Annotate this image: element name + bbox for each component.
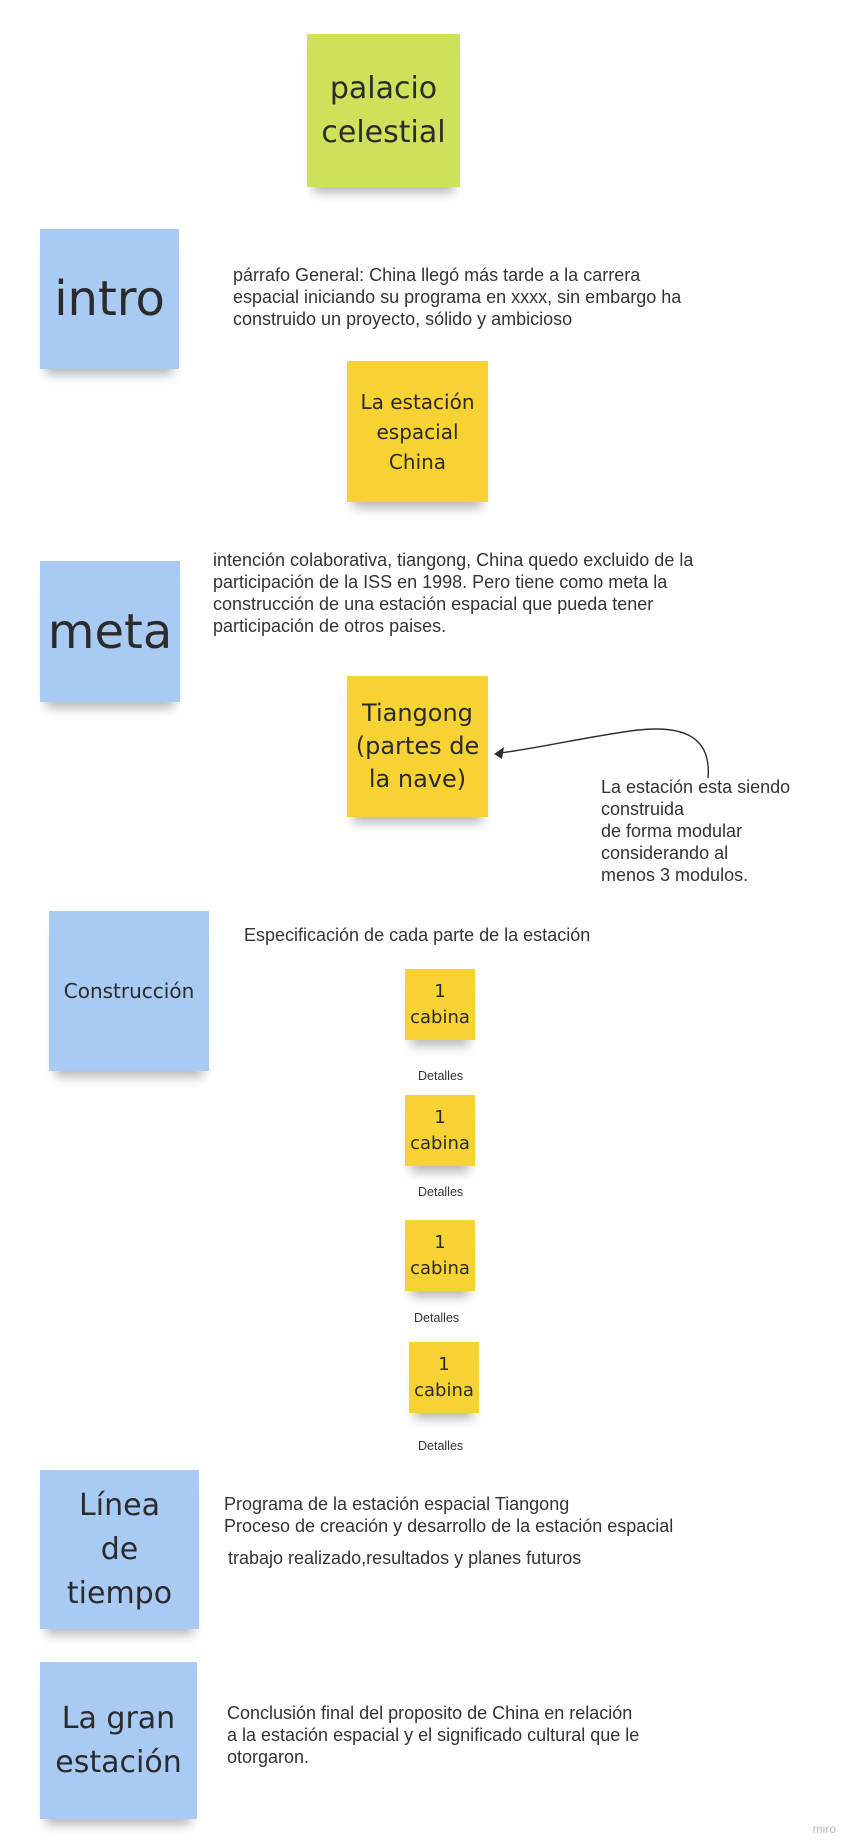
- sticky-label: meta: [47, 603, 173, 660]
- sticky-label: Tiangong (partes de la nave): [355, 699, 480, 793]
- sticky-estacion-espacial-china[interactable]: La estación espacial China: [347, 361, 488, 502]
- text-especificacion: Especificación de cada parte de la estac…: [244, 925, 591, 945]
- sticky-cabina-1[interactable]: 1 cabina: [405, 969, 475, 1040]
- sticky-label: 1 cabina: [414, 1353, 474, 1401]
- sticky-cabina-2[interactable]: 1 cabina: [405, 1095, 475, 1166]
- sticky-meta[interactable]: meta: [40, 561, 180, 702]
- sticky-label: Línea de tiempo: [66, 1487, 173, 1611]
- text-trabajo: trabajo realizado,resultados y planes fu…: [228, 1548, 582, 1568]
- sticky-label: 1 cabina: [410, 1106, 470, 1154]
- sticky-label: intro: [54, 271, 165, 327]
- sticky-label: La gran estación: [55, 1700, 182, 1780]
- sticky-label: 1 cabina: [410, 980, 470, 1028]
- text-detalles-1: Detalles: [418, 1069, 464, 1083]
- sticky-label: La estación espacial China: [360, 389, 475, 474]
- sticky-cabina-4[interactable]: 1 cabina: [409, 1342, 479, 1413]
- text-detalles-4: Detalles: [418, 1439, 464, 1453]
- sticky-palacio-celestial[interactable]: palacio celestial: [307, 34, 460, 187]
- sticky-la-gran-estacion[interactable]: La gran estación: [40, 1662, 197, 1819]
- text-detalles-3: Detalles: [414, 1311, 460, 1325]
- miro-watermark: miro: [812, 1822, 836, 1836]
- text-meta-description: intención colaborativa, tiangong, China …: [213, 550, 694, 636]
- sticky-label: palacio celestial: [321, 70, 446, 150]
- sticky-label: 1 cabina: [410, 1231, 470, 1279]
- text-conclusion: Conclusión final del proposito de China …: [227, 1703, 640, 1767]
- sticky-linea-de-tiempo[interactable]: Línea de tiempo: [40, 1470, 199, 1629]
- text-detalles-2: Detalles: [418, 1185, 464, 1199]
- text-programa: Programa de la estación espacial Tiangon…: [224, 1494, 674, 1536]
- text-modular-note: La estación esta siendo construida de fo…: [601, 777, 791, 885]
- sticky-intro[interactable]: intro: [40, 229, 179, 369]
- sticky-label: Construcción: [63, 979, 195, 1003]
- sticky-construccion[interactable]: Construcción: [49, 911, 209, 1071]
- text-parrafo-general: párrafo General: China llegó más tarde a…: [233, 265, 682, 329]
- sticky-cabina-3[interactable]: 1 cabina: [405, 1220, 475, 1291]
- sticky-tiangong[interactable]: Tiangong (partes de la nave): [347, 676, 488, 817]
